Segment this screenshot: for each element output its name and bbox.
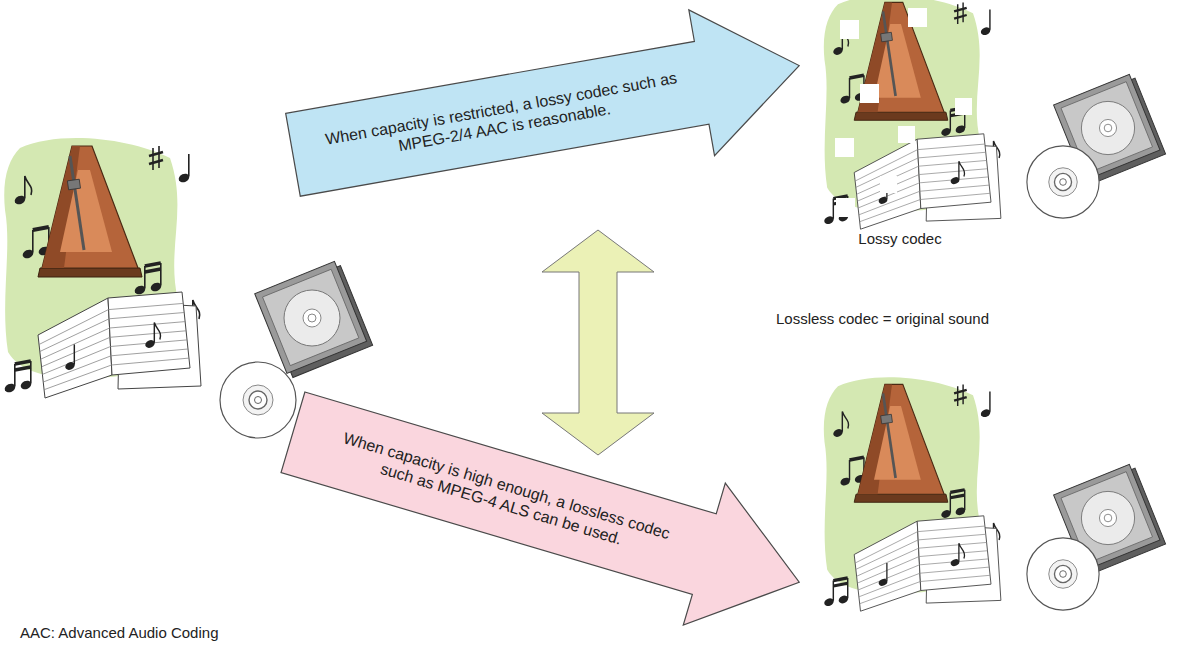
compact-disc [220,362,296,438]
lossless-scene [823,377,1001,611]
missing-data-blocks-part [840,20,859,39]
original-scene [3,138,201,398]
missing-data-blocks-part [955,98,972,115]
compact-disc [1027,146,1099,218]
lossy-path-arrow: When capacity is restricted, a lossy cod… [279,0,813,229]
lossy-scene [823,0,1001,229]
result-label: Lossy codec [858,230,941,247]
cd-case [255,260,373,379]
arrow-text: When capacity is high enough, a lossless… [325,425,683,565]
missing-data-blocks-part [880,176,897,193]
missing-data-blocks-part [836,198,855,217]
footnote: AAC: Advanced Audio Coding [20,624,218,641]
arrow-outline [272,361,820,649]
missing-data-blocks [835,8,972,217]
arrow-text: When capacity is restricted, a lossy cod… [321,68,684,169]
compact-disc [1027,538,1099,610]
missing-data-blocks-part [835,138,854,157]
lossless-path-arrow: When capacity is high enough, a lossless… [271,360,822,649]
arrow-text-box: When capacity is high enough, a lossless… [318,403,689,586]
missing-data-blocks-part [898,126,915,143]
missing-data-blocks-part [908,8,927,27]
arrow-outline [280,0,812,228]
missing-data-blocks-part [860,84,879,103]
comparison-arrow [542,230,654,455]
arrow-text-box: When capacity is restricted, a lossy cod… [317,45,688,191]
result-label: Lossless codec = original sound [776,310,989,327]
